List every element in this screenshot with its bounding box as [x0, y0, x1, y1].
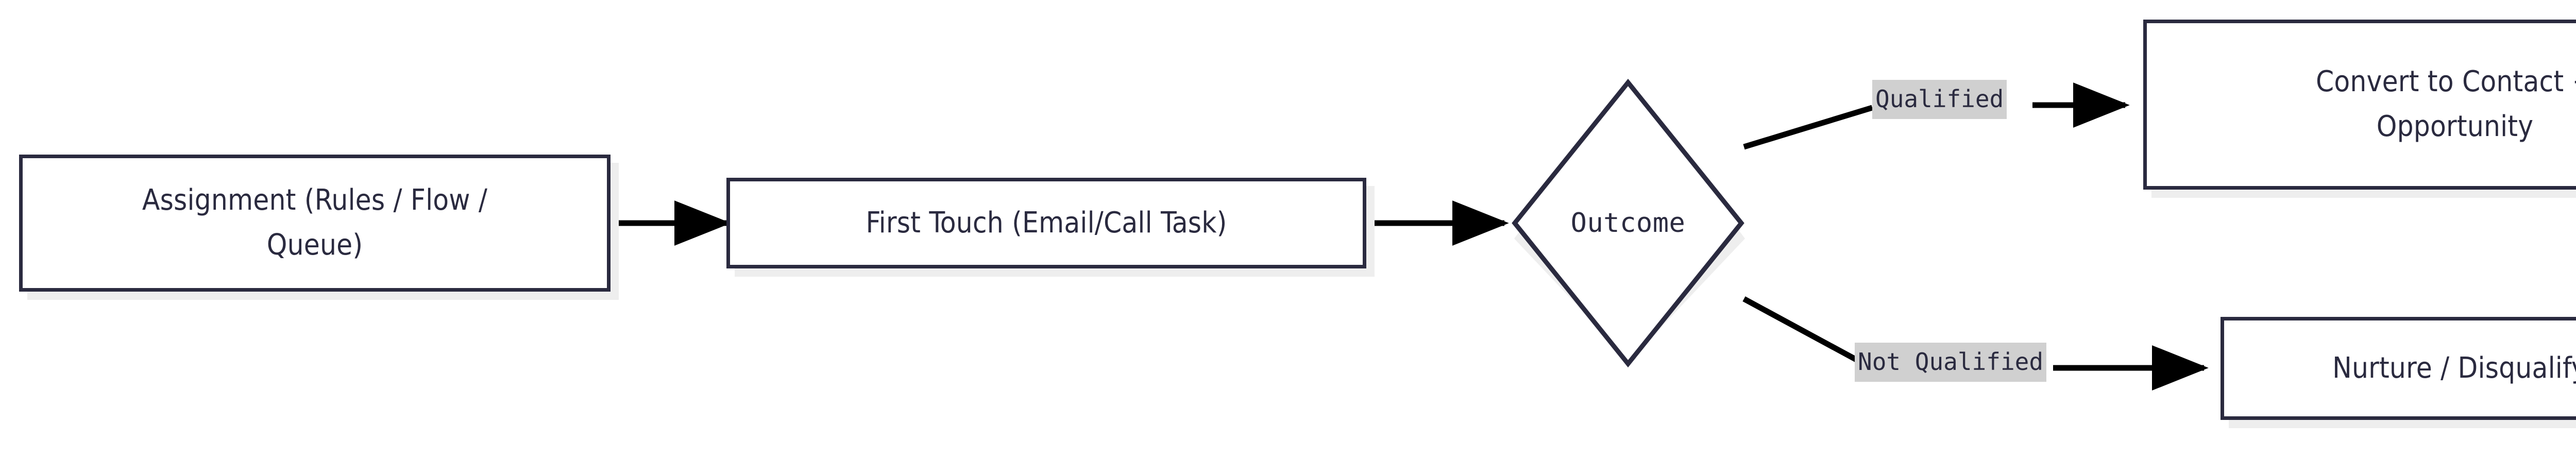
node-assignment[interactable]: Assignment (Rules / Flow / Queue)	[19, 155, 611, 292]
edge-label-qualified-text: Qualified	[1875, 85, 2004, 113]
edge-label-not-qualified: Not Qualified	[1855, 343, 2047, 382]
node-nurture[interactable]: Nurture / Disqualify	[2221, 317, 2576, 420]
node-first-touch-label: First Touch (Email/Call Task)	[866, 206, 1227, 240]
node-first-touch[interactable]: First Touch (Email/Call Task)	[726, 178, 1366, 268]
node-assignment-label: Assignment (Rules / Flow / Queue)	[142, 183, 488, 262]
node-convert[interactable]: Convert to Contact + Opportunity	[2143, 20, 2576, 190]
node-outcome[interactable]: Outcome	[1504, 69, 1752, 378]
edge-label-not-qualified-text: Not Qualified	[1858, 348, 2044, 376]
edge-label-qualified: Qualified	[1872, 80, 2007, 119]
diamond-shape	[1512, 78, 1745, 368]
node-nurture-label: Nurture / Disqualify	[2332, 351, 2576, 385]
node-convert-label: Convert to Contact + Opportunity	[2316, 65, 2576, 143]
